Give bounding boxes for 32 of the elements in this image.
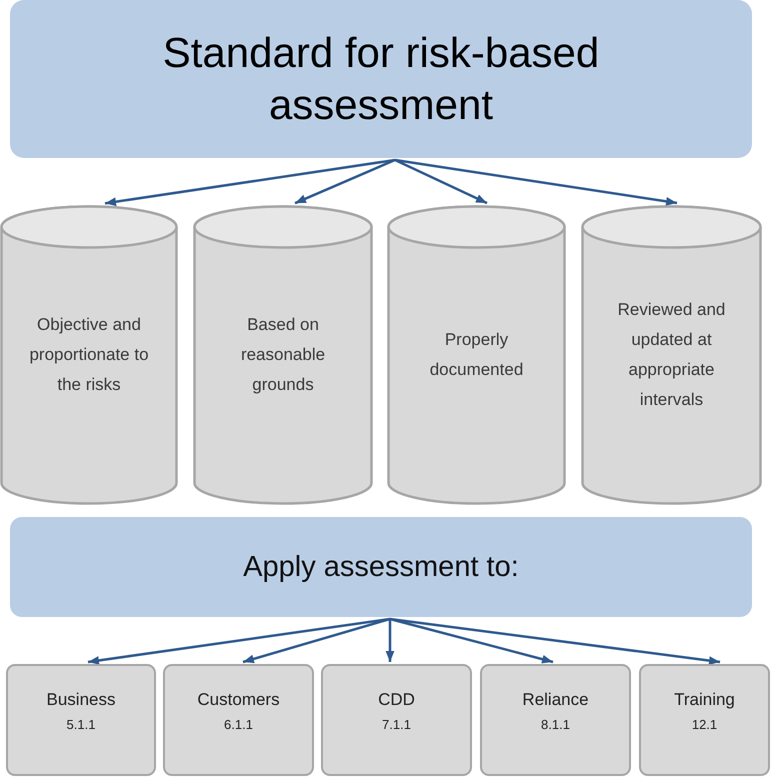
cylinder-label: Based on reasonable grounds: [240, 314, 326, 396]
arrow: [386, 619, 394, 662]
cylinder-label: Reviewed and updated at appropriate intervals: [616, 299, 726, 411]
arrow: [394, 158, 678, 206]
category-box: [480, 664, 631, 776]
category-label: Business: [46, 689, 116, 711]
arrow: [390, 618, 554, 664]
category-box: [639, 664, 770, 776]
section-number: 6.1.1: [224, 716, 253, 734]
category-box: [321, 664, 472, 776]
section-number: 5.1.1: [66, 716, 96, 734]
arrow: [104, 158, 396, 206]
section-number: 7.1.1: [382, 716, 411, 734]
category-label: CDD: [378, 689, 415, 711]
cylinder-label: Objective and proportionate to the risks: [28, 314, 150, 396]
banner-text: Apply assessment to:: [243, 550, 519, 585]
category-label: Training: [674, 689, 735, 711]
category-box: [163, 664, 314, 776]
arrow: [394, 158, 488, 204]
header-box: [10, 0, 752, 158]
category-box: [6, 664, 156, 776]
section-number: 12.1: [692, 716, 718, 734]
arrow: [242, 618, 390, 664]
category-label: Reliance: [522, 689, 589, 711]
arrow: [390, 618, 720, 665]
category-label: Customers: [197, 689, 280, 711]
heading-text: Standard for risk-based assessment: [162, 28, 600, 130]
arrow: [294, 158, 396, 204]
cylinder-label: Properly documented: [428, 329, 524, 381]
banner-box: [10, 517, 752, 617]
section-number: 8.1.1: [541, 716, 570, 734]
arrow: [88, 618, 390, 665]
